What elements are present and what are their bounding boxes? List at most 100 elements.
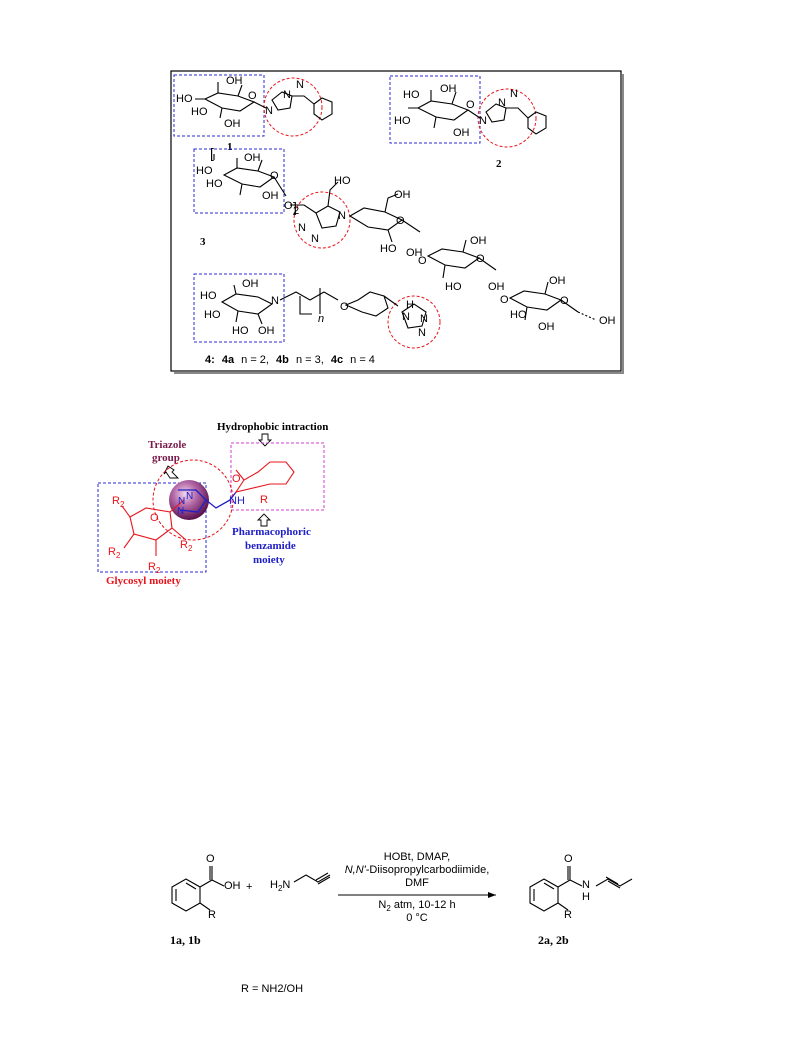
atom-N: N xyxy=(479,115,487,127)
glycosyl-box-1 xyxy=(173,74,265,137)
atom-OH: OH xyxy=(549,275,566,287)
compound-1: HO OH HO OH O N N N 1 xyxy=(173,74,333,153)
atom-R: R xyxy=(208,909,216,921)
atom-HO: HO xyxy=(334,175,351,187)
atom-OH: OH xyxy=(406,247,423,259)
compound-label-2: 2 xyxy=(496,158,502,170)
condition-line-1: N2 atm, 10-12 h xyxy=(378,899,455,913)
pharmacophoric-label: Pharmacophoric xyxy=(232,526,311,538)
product-label: 2a, 2b xyxy=(538,933,569,947)
atom-N: N xyxy=(418,327,426,339)
triazole-linker xyxy=(178,489,237,513)
atom-O: O xyxy=(560,295,569,307)
atom-HO: HO xyxy=(206,178,223,190)
glycosyl-label: Glycosyl moiety xyxy=(106,575,181,587)
pyranose-ring-1 xyxy=(203,92,256,112)
compound-3: [ OH HO HO OH O O ] 2 HO N N N OH O HO O… xyxy=(193,145,616,333)
compound-label-4c: 4c xyxy=(331,354,343,366)
atom-N: N xyxy=(265,105,273,117)
atom-N: N xyxy=(582,879,590,891)
arrow-head-icon xyxy=(488,892,496,898)
triazole-label: Triazole xyxy=(148,439,186,451)
up-arrow-icon xyxy=(256,513,272,527)
atom-OH: OH xyxy=(599,315,616,327)
reagent-line-2: N,N'-Diisopropylcarbodiimide, xyxy=(345,864,490,876)
atom-N: N xyxy=(186,491,193,502)
atom-HO: HO xyxy=(510,309,527,321)
atom-H: H xyxy=(582,891,590,903)
atom-OH: OH xyxy=(262,190,279,202)
glycosyl-box-2 xyxy=(389,75,481,144)
compound-2: HO HO OH OH O N N N 2 xyxy=(389,75,547,170)
triazole-circle-3 xyxy=(293,191,351,249)
bracket-open: [ xyxy=(210,145,214,161)
condition-line-2: 0 °C xyxy=(406,912,428,924)
triazole-label-2: group xyxy=(152,452,180,464)
atom-H: H xyxy=(406,299,414,311)
atom-OH: OH xyxy=(394,189,411,201)
reagent-line-1: HOBt, DMAP, xyxy=(384,851,450,863)
reaction-scheme: O OH R + H2N HOBt, DMAP, N,N'-Diisopropy… xyxy=(170,851,633,995)
atom-HO: HO xyxy=(204,309,221,321)
atom-N: N xyxy=(296,79,304,91)
atom-HO: HO xyxy=(176,93,193,105)
triazole-circle-4 xyxy=(387,295,441,349)
benzamide-box xyxy=(230,442,325,511)
plus-sign: + xyxy=(246,881,252,893)
atom-OH: OH xyxy=(470,235,487,247)
atom-N: N xyxy=(271,295,279,307)
atom-O: O xyxy=(418,255,427,267)
figure2-pharmacophore: Hydrophobic intraction Triazole group R2… xyxy=(97,421,328,587)
atom-N: N xyxy=(283,89,291,101)
r2-left: R2 xyxy=(108,546,121,560)
atom-N: N xyxy=(178,496,185,507)
atom-OH: OH xyxy=(453,127,470,139)
atom-O: O xyxy=(284,200,293,212)
pharmacophoric-label-3: moiety xyxy=(253,554,285,566)
atom-OH: OH xyxy=(226,75,243,87)
atom-HO: HO xyxy=(380,243,397,255)
atom-O: O xyxy=(248,90,257,102)
reagent-line-3: DMF xyxy=(405,877,429,889)
atom-N: N xyxy=(510,88,518,100)
glycosyl-box-3 xyxy=(193,148,285,214)
start-label: 1a, 1b xyxy=(170,933,201,947)
r-definition: R = NH2/OH xyxy=(241,983,303,995)
atom-OH: OH xyxy=(242,278,259,290)
atom-HO: HO xyxy=(394,115,411,127)
atom-O: O xyxy=(466,99,475,111)
atom-n: n xyxy=(318,313,324,325)
compound-label-1: 1 xyxy=(227,141,233,153)
triazole-circle-2 xyxy=(477,88,537,148)
pharmacophoric-label-2: benzamide xyxy=(245,540,296,552)
glycosyl-ring xyxy=(121,499,187,556)
bracket-close: ] xyxy=(293,199,297,215)
atom-OH: OH xyxy=(258,325,275,337)
compound-label-3: 3 xyxy=(200,236,206,248)
atom-O: O xyxy=(340,301,349,313)
propargylamine xyxy=(293,872,331,885)
atom-O: O xyxy=(476,253,485,265)
atom-OH: OH xyxy=(538,321,555,333)
atom-HO: HO xyxy=(196,165,213,177)
triazole-region-circle xyxy=(152,459,234,541)
atom-NH: NH xyxy=(229,495,245,507)
atom-O: O xyxy=(564,853,573,865)
atom-R: R xyxy=(564,909,572,921)
atom-O: O xyxy=(150,512,159,524)
atom-N: N xyxy=(298,222,306,234)
benzoic-acid xyxy=(171,866,225,912)
atom-O: O xyxy=(500,294,509,306)
atom-HO: HO xyxy=(445,281,462,293)
atom-O: O xyxy=(396,215,405,227)
r2-top: R2 xyxy=(112,495,125,509)
atom-HO: HO xyxy=(232,325,249,337)
compound-label-4: 4: xyxy=(205,354,215,366)
atom-N: N xyxy=(177,506,184,517)
subscript-2: 2 xyxy=(293,205,299,217)
atom-OH: OH xyxy=(488,281,505,293)
glycosyl-box xyxy=(97,482,207,573)
compound-4: HO OH HO HO OH N n O H N N N 4: 4a n = 2… xyxy=(193,273,441,366)
n-value-4c: n = 4 xyxy=(350,354,375,366)
atom-O: O xyxy=(232,473,241,485)
